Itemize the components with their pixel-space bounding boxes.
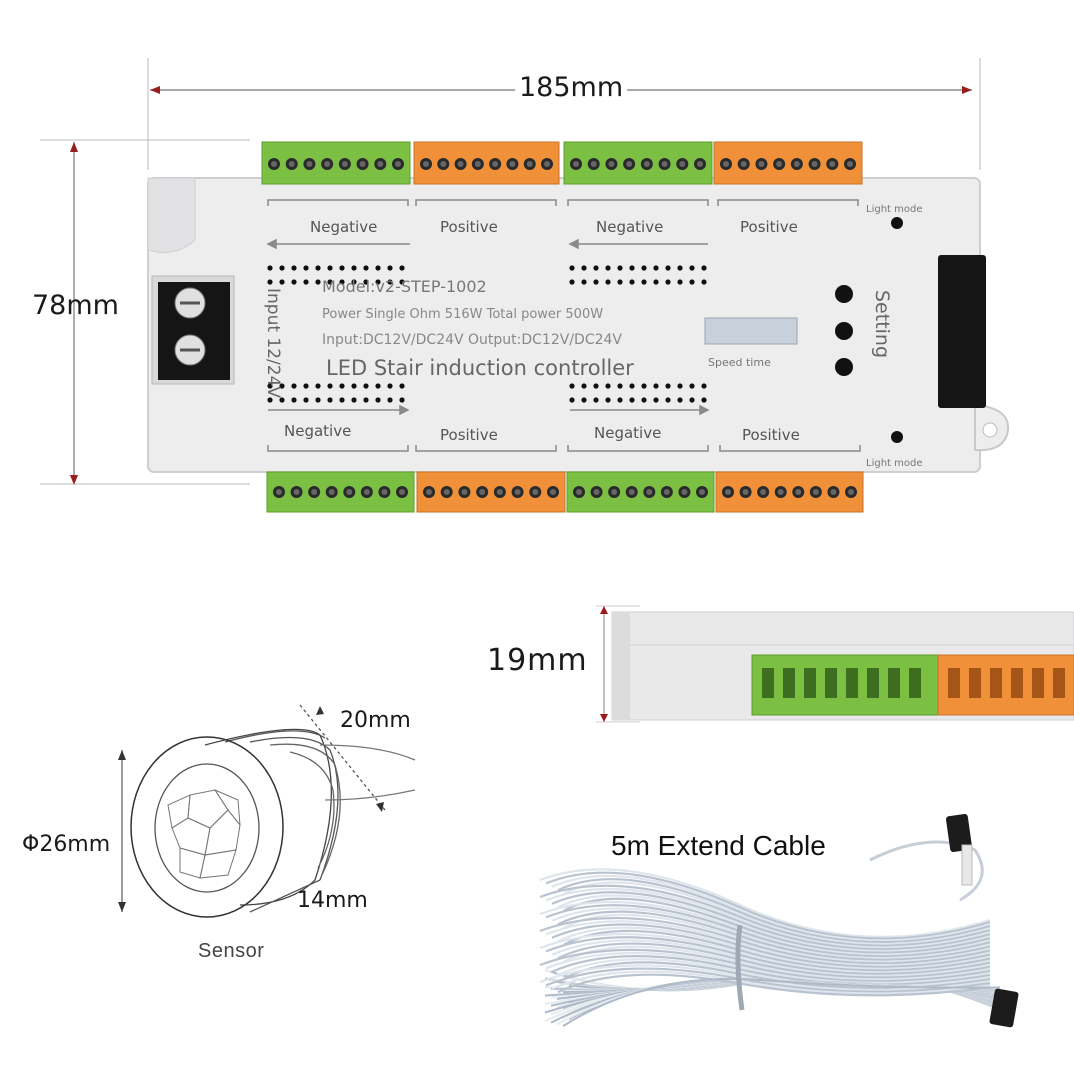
width-arrow-left: [150, 86, 160, 94]
status-indicator: [891, 431, 903, 443]
width-dimension-label: 185mm: [515, 72, 628, 103]
power-text: Power Single Ohm 516W Total power 500W: [322, 307, 603, 322]
depth-dimension-label: 19mm: [487, 643, 588, 678]
light-mode-label: Light mode: [866, 204, 923, 215]
light-mode-label-bottom: Light mode: [866, 458, 923, 469]
speed-time-label: Speed time: [708, 356, 771, 369]
height-dimension-label: 78mm: [32, 290, 119, 321]
model-text: Model:v2-STEP-1002: [322, 277, 487, 296]
setting-button-1[interactable]: [835, 285, 853, 303]
bottom-label-4: Positive: [742, 426, 800, 444]
bottom-terminal-screws: [273, 486, 857, 498]
top-label-4: Positive: [740, 218, 798, 236]
mounting-hole: [982, 422, 998, 438]
width-arrow-right: [962, 86, 972, 94]
bottom-terminal-blocks: [266, 471, 864, 513]
bottom-label-2: Positive: [440, 426, 498, 444]
input-voltage-label: Input 12/24V: [263, 288, 283, 398]
setting-label: Setting: [871, 290, 893, 358]
height-arrow-bottom: [70, 475, 78, 485]
cable-connectors: [945, 814, 1019, 1028]
housing-left-tab: [147, 177, 196, 253]
extension-cable: [539, 840, 1001, 1027]
cable-caption: 5m Extend Cable: [611, 830, 826, 861]
sensor-length-label: 20mm: [340, 708, 411, 733]
speed-display: [704, 317, 798, 345]
top-label-3: Negative: [596, 218, 663, 236]
sensor-drawing: [118, 704, 416, 918]
direction-arrows: [266, 238, 710, 416]
light-mode-indicator: [891, 217, 903, 229]
controller-name: LED Stair induction controller: [326, 356, 634, 380]
sensor-diameter-label: Φ26mm: [22, 832, 111, 857]
top-terminal-screws: [268, 158, 856, 170]
sensor-depth-label: 14mm: [297, 888, 368, 913]
sensor-port-black: [938, 255, 986, 408]
top-label-2: Positive: [440, 218, 498, 236]
side-profile: [596, 605, 1074, 723]
top-label-1: Negative: [310, 218, 377, 236]
sensor-caption: Sensor: [198, 940, 265, 962]
setting-button-2[interactable]: [835, 322, 853, 340]
bottom-label-3: Negative: [594, 424, 661, 442]
top-group-brackets: [267, 199, 861, 452]
setting-button-3[interactable]: [835, 358, 853, 376]
bottom-label-1: Negative: [284, 422, 351, 440]
io-text: Input:DC12V/DC24V Output:DC12V/DC24V: [322, 332, 622, 348]
height-arrow-top: [70, 142, 78, 152]
indicator-dot-rows: [267, 265, 707, 403]
